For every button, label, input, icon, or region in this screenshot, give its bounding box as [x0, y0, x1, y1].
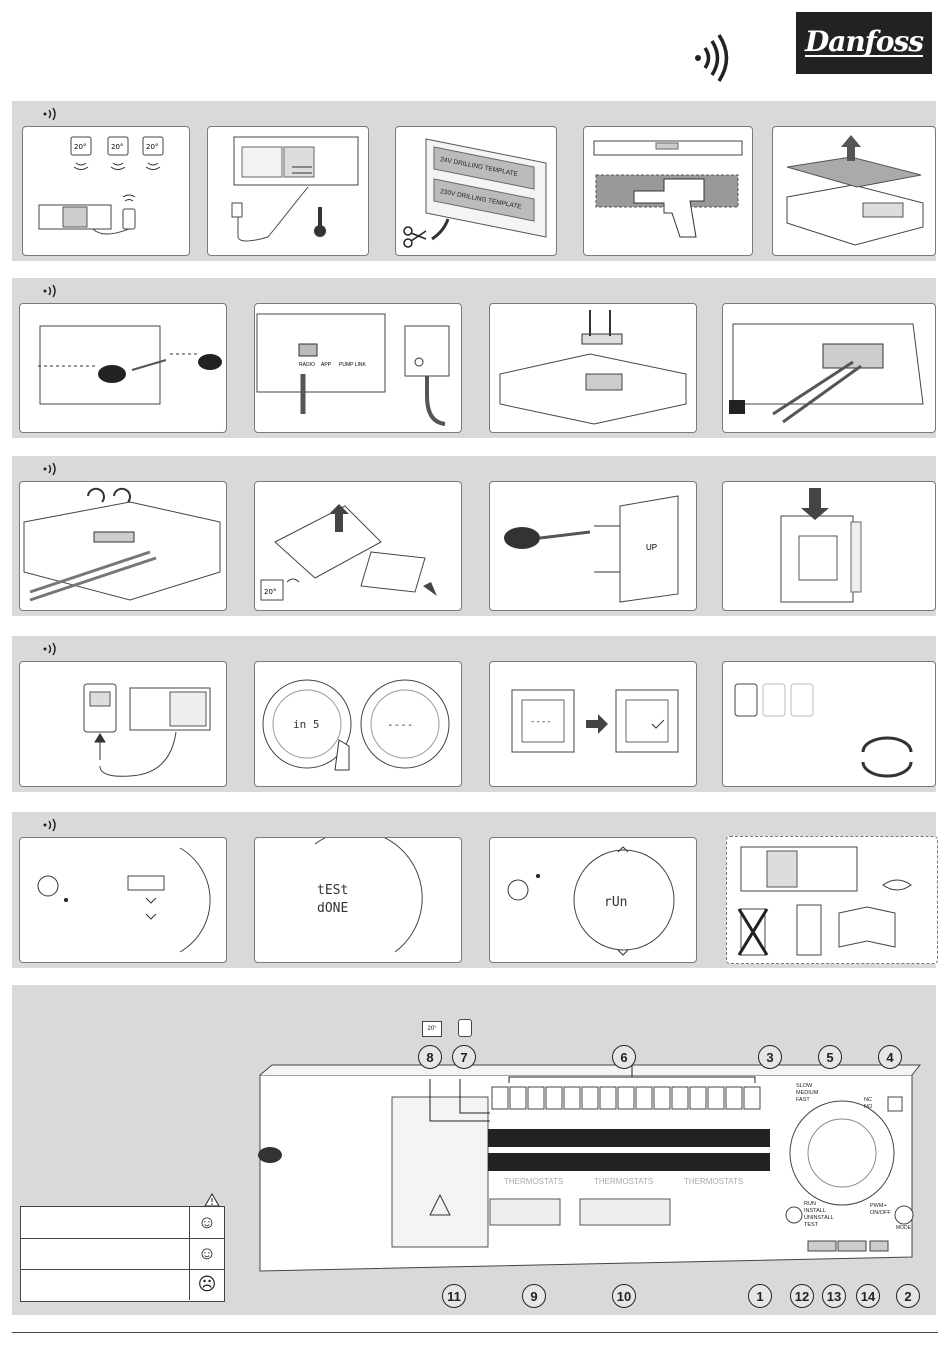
- speed-slow: SLOW: [796, 1083, 818, 1090]
- nc-no-labels: NC NO: [864, 1097, 872, 1111]
- wireless-icon: [42, 818, 62, 832]
- callout-4: 4: [878, 1045, 902, 1069]
- panel-thermostat-pair: ----: [489, 661, 697, 787]
- status-row: ☺: [21, 1238, 224, 1270]
- no-label: NO: [864, 1104, 872, 1111]
- wrench-icon: [38, 876, 58, 896]
- happy-face-icon: ☺: [189, 1207, 224, 1238]
- mode-button-label: MODE: [896, 1225, 911, 1231]
- panel-run-mode: rUn: [489, 837, 697, 963]
- callout-1: 1: [748, 1284, 772, 1308]
- panel-thermostats: 20° 20° 20°: [22, 126, 190, 256]
- panel-wall-plate: UP: [489, 481, 697, 611]
- wireless-icon: [690, 34, 734, 82]
- happy-face-icon: ☺: [189, 1238, 224, 1269]
- pair-display: ----: [530, 717, 552, 727]
- sensor-icon: [458, 1019, 472, 1037]
- panel-radio-antenna: RADIO APP PUMP LINK: [254, 303, 462, 433]
- mode-test: TEST: [804, 1222, 834, 1229]
- dial-display: in 5: [293, 718, 320, 731]
- callout-7: 7: [452, 1045, 476, 1069]
- thermostats-label: THERMOSTATS: [594, 1177, 653, 1186]
- thermostats-label: THERMOSTATS: [684, 1177, 743, 1186]
- panel-drilling: [583, 126, 753, 256]
- dial-display: ----: [387, 718, 414, 731]
- run-display: rUn: [604, 895, 627, 910]
- port-radio: RADIO: [299, 362, 315, 368]
- panel-dial-install: in 5 ----: [254, 661, 462, 787]
- section-1: 20° 20° 20°: [12, 101, 936, 261]
- logo-text: Danfoss: [805, 29, 923, 57]
- danfoss-logo: Danfoss: [796, 12, 932, 74]
- status-row: ☺: [21, 1207, 224, 1239]
- wireless-icon: [42, 284, 62, 298]
- section-5: tESt dONE rUn: [12, 812, 936, 968]
- wrench-icon: [508, 880, 528, 900]
- panel-lid-removal: [772, 126, 936, 256]
- panel-mount-thermostat: [722, 481, 936, 611]
- scissors-icon: [404, 227, 426, 247]
- antenna-module: [405, 326, 449, 376]
- thermo-label: 20°: [74, 143, 86, 151]
- panel-sensor-cycle: [722, 661, 936, 787]
- thermostats-label: THERMOSTATS: [504, 1177, 563, 1186]
- speed-labels: SLOW MEDIUM FAST: [796, 1083, 818, 1104]
- status-table: ☺ ☺ ☹: [20, 1206, 225, 1302]
- refresh-icon: [863, 738, 911, 752]
- panel-app-connect: [19, 661, 227, 787]
- port-app: APP: [321, 362, 332, 368]
- panel-screw-cover: [19, 303, 227, 433]
- callout-14: 14: [856, 1284, 880, 1308]
- wireless-icon: [42, 642, 62, 656]
- callout-10: 10: [612, 1284, 636, 1308]
- screwdriver-icon: [504, 527, 540, 549]
- status-row: ☹: [21, 1269, 224, 1300]
- panel-drilling-template: 24V DRILLING TEMPLATE 230V DRILLING TEMP…: [395, 126, 557, 256]
- panel-test-done: tESt dONE: [254, 837, 462, 963]
- thermostat-icon: 20°: [422, 1021, 442, 1037]
- section-2: RADIO APP PUMP LINK: [12, 278, 936, 438]
- callout-12: 12: [790, 1284, 814, 1308]
- mode-install: INSTALL: [804, 1208, 834, 1215]
- thermo-label: 20°: [146, 143, 158, 151]
- nc-label: NC: [864, 1097, 872, 1104]
- callout-6: 6: [612, 1045, 636, 1069]
- test-display: tESt: [317, 883, 348, 898]
- wireless-icon: [42, 107, 62, 121]
- done-display: dONE: [317, 901, 348, 916]
- callout-3: 3: [758, 1045, 782, 1069]
- mode-uninstall: UNINSTALL: [804, 1215, 834, 1222]
- footer-rule: [12, 1332, 938, 1333]
- wireless-icon: [42, 462, 62, 476]
- panel-cable-clamp: [19, 481, 227, 611]
- callout-11: 11: [442, 1284, 466, 1308]
- sad-face-icon: ☹: [189, 1269, 224, 1300]
- panel-thermostat-back: 20°: [254, 481, 462, 611]
- callout-9: 9: [522, 1284, 546, 1308]
- section-4: in 5 ---- ----: [12, 636, 936, 792]
- speed-fast: FAST: [796, 1097, 818, 1104]
- panel-wiring: [722, 303, 936, 433]
- callout-8: 8: [418, 1045, 442, 1069]
- onoff-label: ON/OFF: [870, 1210, 891, 1217]
- panel-warning-box: [726, 836, 938, 964]
- up-label: UP: [646, 543, 657, 552]
- screwdriver-icon: [98, 365, 126, 383]
- speed-medium: MEDIUM: [796, 1090, 818, 1097]
- panel-controller-power: [207, 126, 369, 256]
- pwm-labels: PWM+ ON/OFF: [870, 1203, 891, 1217]
- panel-cable-bracket: [489, 303, 697, 433]
- port-pump: PUMP LINK: [339, 362, 367, 368]
- callout-5: 5: [818, 1045, 842, 1069]
- thermo-label: 20°: [264, 588, 276, 596]
- warning-icon: [204, 1193, 220, 1207]
- mode-run: RUN: [804, 1201, 834, 1208]
- section-3: 20° UP: [12, 456, 936, 616]
- mode-labels: RUN INSTALL UNINSTALL TEST: [804, 1201, 834, 1229]
- callout-13: 13: [822, 1284, 846, 1308]
- callout-2: 2: [896, 1284, 920, 1308]
- pwm-label: PWM+: [870, 1203, 891, 1210]
- panel-test-menu: [19, 837, 227, 963]
- thermo-label: 20°: [111, 143, 123, 151]
